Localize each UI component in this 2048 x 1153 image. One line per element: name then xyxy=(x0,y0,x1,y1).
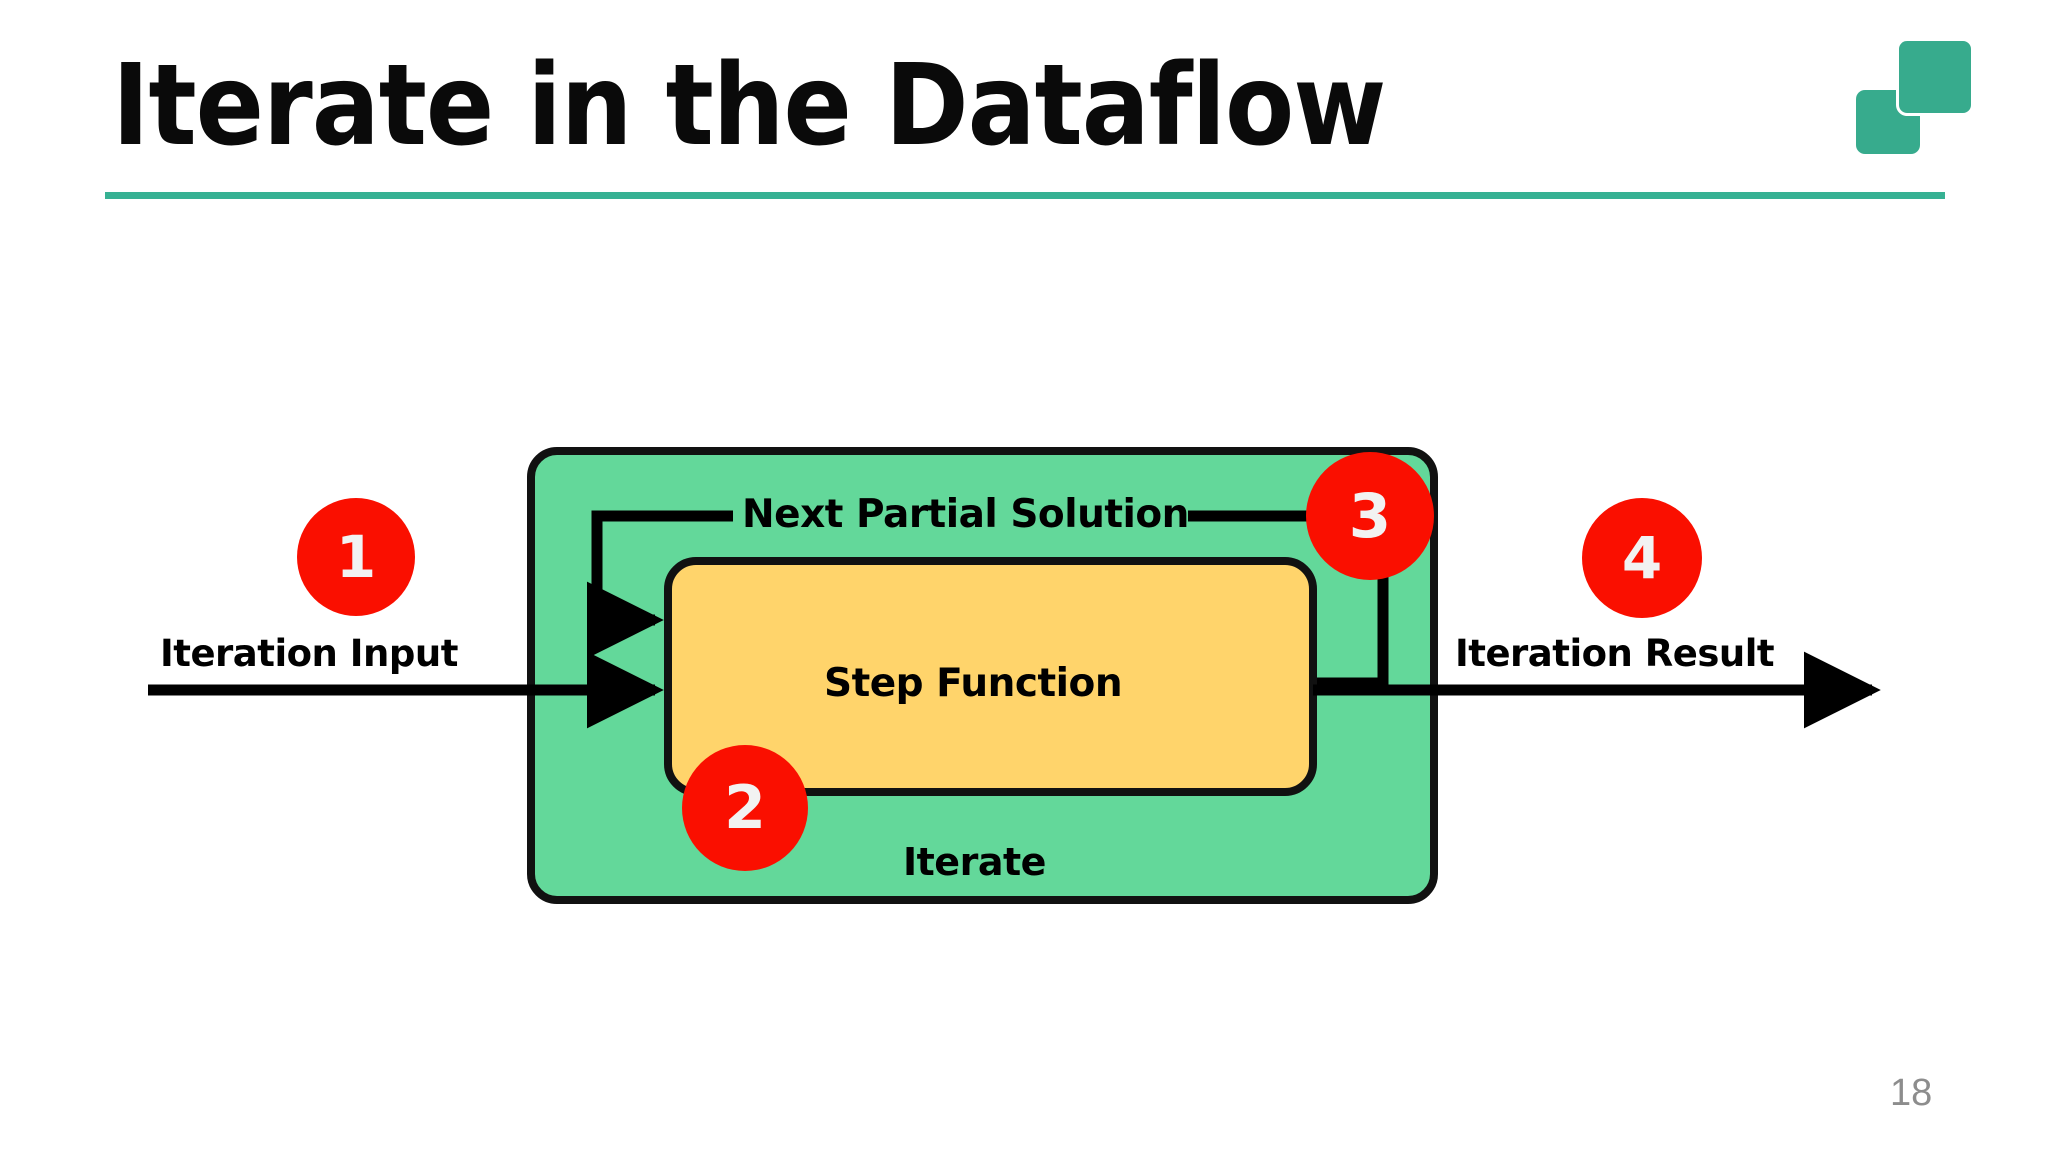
callout-badge-2: 2 xyxy=(682,745,808,871)
page-title: Iterate in the Dataflow xyxy=(112,41,1386,171)
step-function-box-shape xyxy=(664,557,1317,796)
next-partial-solution-return-path xyxy=(586,510,733,659)
page-number: 18 xyxy=(1890,1072,1933,1114)
next-partial-solution-label: Next Partial Solution xyxy=(742,492,1189,537)
callout-badge-1: 1 xyxy=(297,498,415,616)
next-partial-solution-feedback-path xyxy=(1188,510,1389,689)
iteration-result-label: Iteration Result xyxy=(1455,632,1775,675)
logo-square-large-icon xyxy=(1896,38,1974,116)
title-underline-rule xyxy=(105,192,1945,199)
iterate-container-label: Iterate xyxy=(903,840,1046,884)
callout-badge-4: 4 xyxy=(1582,498,1702,618)
callout-badge-3: 3 xyxy=(1306,452,1434,580)
iteration-input-label: Iteration Input xyxy=(160,632,458,675)
step-function-label: Step Function xyxy=(824,661,1123,706)
brand-logo xyxy=(1856,38,1980,154)
